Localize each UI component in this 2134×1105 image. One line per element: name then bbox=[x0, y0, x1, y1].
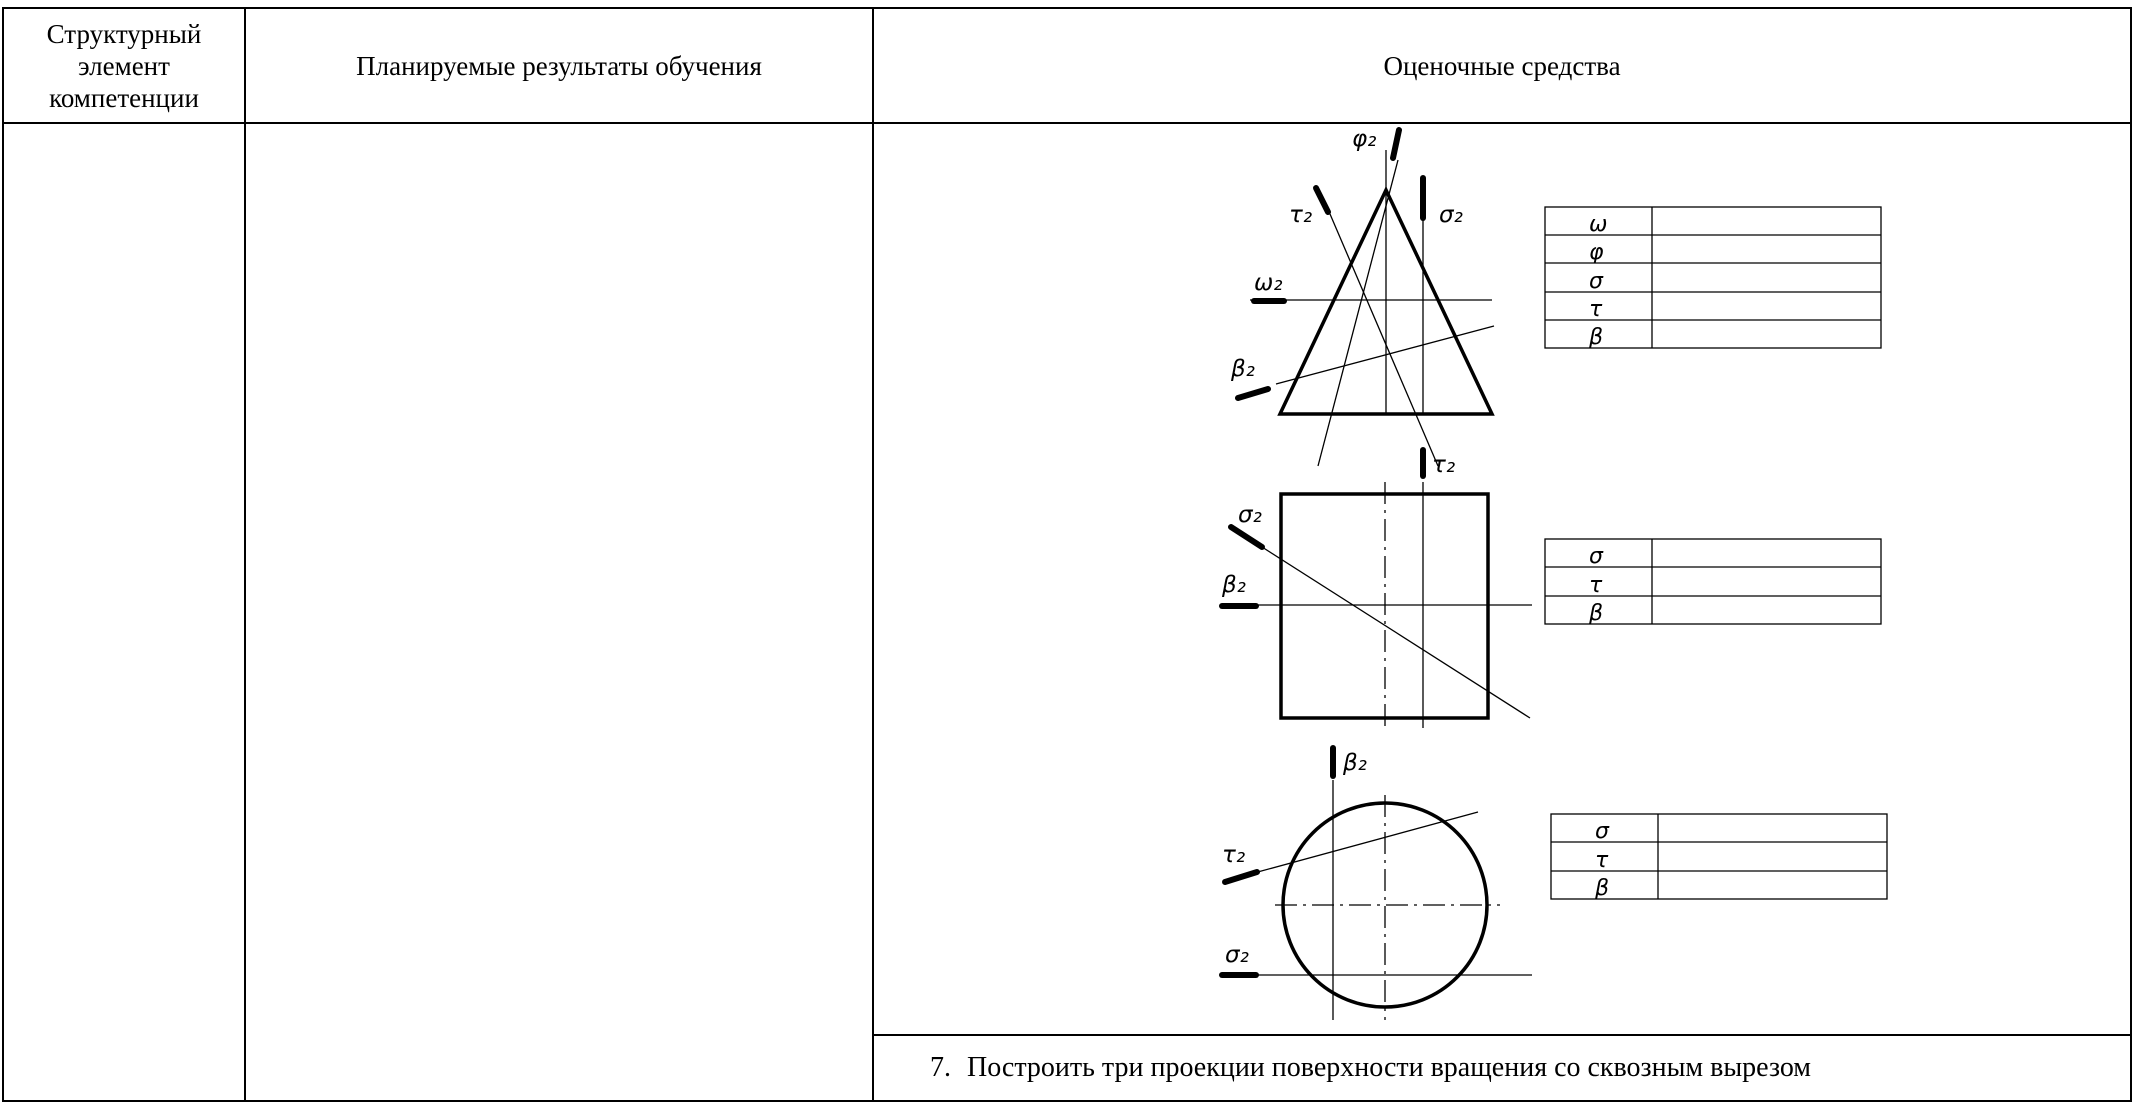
label-beta2-circle: β₂ bbox=[1342, 750, 1367, 776]
header-assessment-tools-text: Оценочные средства bbox=[1383, 50, 1621, 81]
label-sigma2-circle: σ₂ bbox=[1225, 942, 1249, 968]
answer-table-triangle bbox=[1544, 206, 1882, 349]
label-beta2-square: β₂ bbox=[1221, 572, 1246, 598]
table-row-tau: τ bbox=[1589, 297, 1603, 322]
label-tau2: τ₂ bbox=[1289, 202, 1312, 228]
header-planned-results-text: Планируемые результаты обучения bbox=[356, 50, 762, 81]
label-tau2-circle: τ₂ bbox=[1222, 842, 1245, 868]
label-beta2: β₂ bbox=[1230, 356, 1255, 382]
circle-figure: β₂ τ₂ σ₂ σ τ β bbox=[1219, 745, 1888, 1020]
table-row-beta: β bbox=[1588, 325, 1603, 350]
label-tau2-bottom: τ₂ bbox=[1432, 452, 1455, 478]
table-row-sigma-ci: σ bbox=[1595, 819, 1610, 844]
header-structural-element: Структурный элемент компетенции bbox=[4, 9, 244, 122]
header-assessment-tools: Оценочные средства bbox=[874, 9, 2130, 122]
label-omega2: ω₂ bbox=[1254, 270, 1282, 296]
header-structural-element-text: Структурный элемент компетенции bbox=[46, 18, 202, 113]
table-row-tau-ci: τ bbox=[1595, 848, 1609, 873]
square-figure: σ₂ β₂ σ τ β bbox=[1219, 482, 1882, 728]
task-text: Построить три проекции поверхности враще… bbox=[967, 1052, 1812, 1083]
table-row-sigma-sq: σ bbox=[1589, 544, 1604, 569]
table-row-beta-sq: β bbox=[1588, 601, 1603, 626]
triangle-figure: φ₂ σ₂ τ₂ ω₂ β₂ τ₂ ω φ σ τ β bbox=[1230, 126, 1882, 479]
label-sigma2: σ₂ bbox=[1439, 202, 1463, 228]
label-phi2: φ₂ bbox=[1352, 126, 1376, 152]
table-row-omega: ω bbox=[1589, 212, 1607, 237]
header-planned-results: Планируемые результаты обучения bbox=[246, 9, 872, 122]
table-row-phi: φ bbox=[1589, 240, 1604, 265]
label-sigma2-square: σ₂ bbox=[1238, 502, 1262, 528]
task-item: 7. Построить три проекции поверхности вра… bbox=[930, 1052, 1811, 1084]
table-row-beta-ci: β bbox=[1594, 876, 1609, 901]
answer-table-circle bbox=[1550, 813, 1888, 900]
table-row-sigma: σ bbox=[1589, 269, 1604, 294]
task-number: 7. bbox=[930, 1052, 951, 1083]
answer-table-square bbox=[1544, 538, 1882, 625]
table-row-tau-sq: τ bbox=[1589, 573, 1603, 598]
